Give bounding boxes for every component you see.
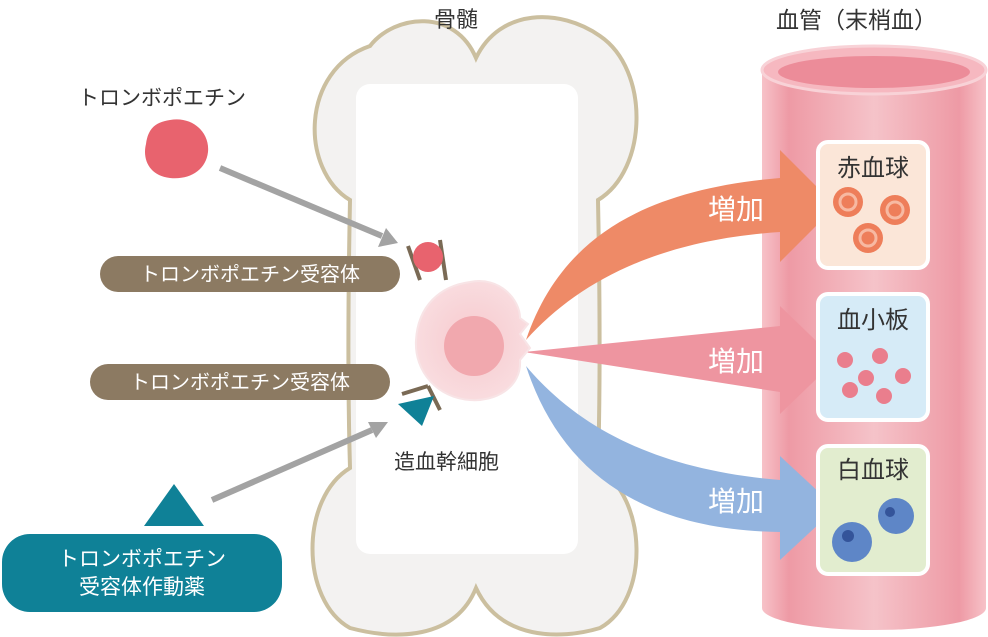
arrow-increase-rbc — [526, 150, 836, 340]
increase-label-platelet: 増加 — [708, 345, 765, 378]
increase-label-wbc: 増加 — [708, 485, 765, 518]
platelets — [837, 348, 911, 404]
arrow-increase-platelet — [524, 306, 836, 414]
rbc-title: 赤血球 — [837, 154, 909, 182]
pointer-arrow-tpo — [218, 165, 398, 247]
white-blood-cells — [832, 498, 914, 562]
thrombopoietin-label: トロンボポエチン — [78, 86, 246, 110]
increase-label-rbc: 増加 — [708, 193, 765, 226]
bone-marrow-title: 骨髄 — [434, 8, 479, 33]
blood-vessel-bottom-edge — [762, 586, 986, 630]
drug-label-line2: 受容体作動薬 — [79, 575, 205, 599]
red-blood-cells — [833, 187, 910, 253]
blood-vessel-title: 血管（末梢血） — [776, 8, 937, 34]
pointer-arrow-drug — [210, 422, 388, 503]
receptor-top — [406, 239, 448, 281]
drug-triangle — [144, 484, 204, 526]
stem-cell-label: 造血幹細胞 — [394, 450, 499, 474]
thrombopoietin-molecule — [145, 119, 209, 179]
stem-cell-nucleus — [444, 316, 504, 376]
receptor-bottom — [401, 384, 442, 411]
box-rbc — [816, 140, 930, 270]
blood-vessel-lumen — [778, 56, 970, 88]
receptor-label-bottom: トロンボポエチン受容体 — [90, 364, 390, 400]
drug-label-line1: トロンボポエチン — [58, 547, 226, 571]
receptor-label-top: トロンボポエチン受容体 — [100, 256, 400, 292]
drug-label: トロンボポエチン 受容体作動薬 — [2, 534, 282, 612]
wbc-title: 白血球 — [837, 456, 909, 484]
arrow-increase-wbc — [526, 366, 836, 560]
bound-thrombopoietin — [413, 242, 443, 272]
platelet-title: 血小板 — [837, 306, 909, 334]
bound-drug-triangle — [398, 396, 434, 426]
